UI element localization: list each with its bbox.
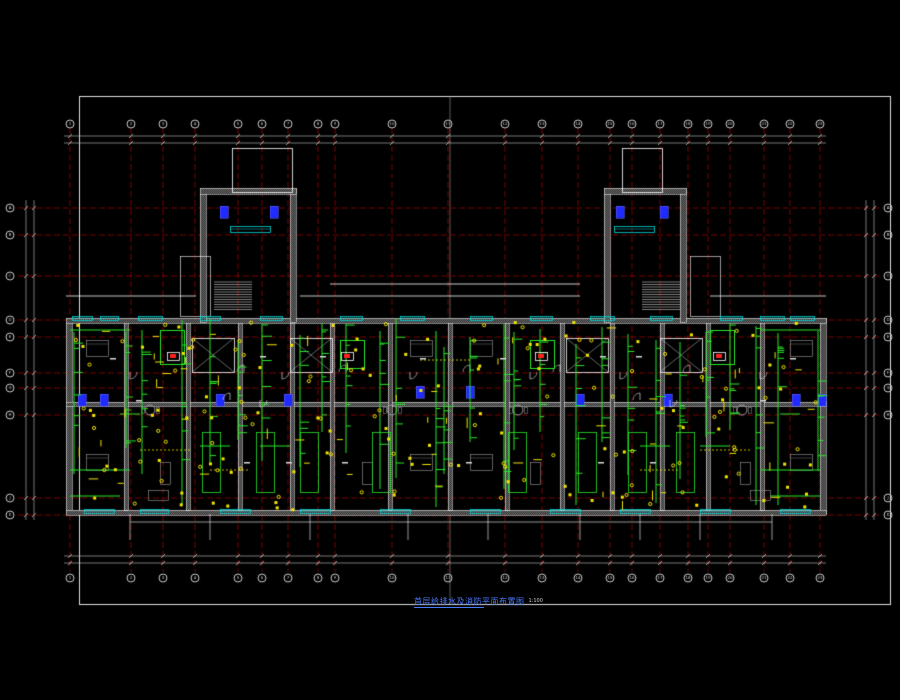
title-underline	[414, 607, 484, 608]
drawing-title: 首层给排水及消防平面布置图	[414, 596, 525, 606]
drawing-title-block: 首层给排水及消防平面布置图 1:100	[414, 594, 543, 608]
drawing-scale: 1:100	[528, 598, 543, 604]
